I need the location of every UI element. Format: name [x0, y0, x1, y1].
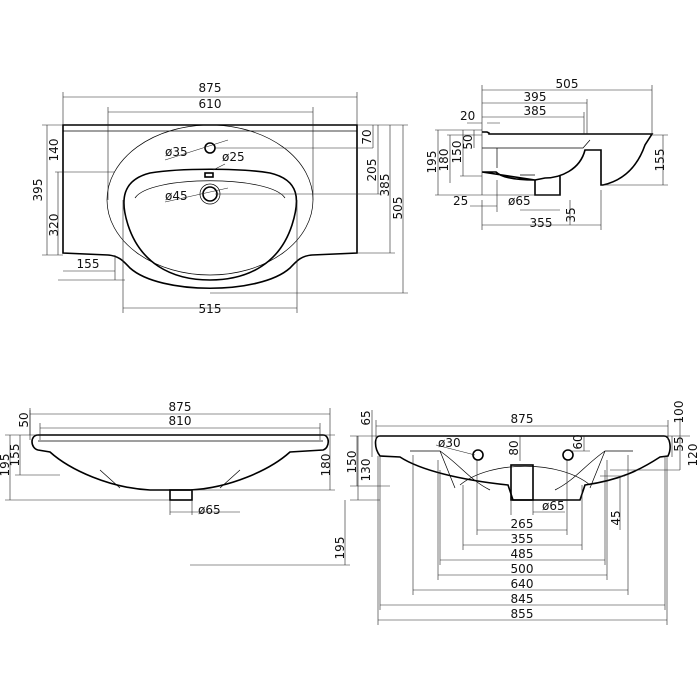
label-tap-hole: ø35 — [165, 145, 188, 159]
dim-55: 55 — [672, 436, 686, 451]
top-view: 875 610 515 155 140 395 320 70 205 385 5… — [31, 81, 408, 316]
dim-50: 50 — [17, 412, 31, 427]
underside-outline — [374, 435, 671, 501]
dim-45: 45 — [609, 510, 623, 525]
dim-875: 875 — [199, 81, 222, 95]
drain-hole — [202, 186, 218, 202]
dim-35: 35 — [564, 207, 578, 222]
dim-100: 100 — [672, 401, 686, 424]
dim-130: 130 — [359, 459, 373, 482]
dim-20: 20 — [460, 109, 475, 123]
dim-120: 120 — [686, 444, 700, 467]
dim-tap-hole: ø30 — [438, 436, 461, 450]
front-view: 875 810 50 195 155 180 ø65 195 — [0, 400, 350, 566]
dim-80: 80 — [507, 440, 521, 455]
dim-195-low: 195 — [333, 537, 347, 560]
dim-505: 505 — [556, 77, 579, 91]
dim-150: 150 — [345, 451, 359, 474]
dim-505: 505 — [391, 197, 405, 220]
dim-875: 875 — [169, 400, 192, 414]
dim-195: 195 — [425, 151, 439, 174]
label-drain-hole: ø45 — [165, 189, 188, 203]
dim-875: 875 — [511, 412, 534, 426]
dim-845: 845 — [511, 592, 534, 606]
side-outline — [481, 131, 654, 196]
dim-155: 155 — [77, 257, 100, 271]
dim-150: 150 — [450, 141, 464, 164]
dim-155: 155 — [653, 149, 667, 172]
dim-195: 195 — [0, 454, 12, 477]
dim-180: 180 — [319, 454, 333, 477]
dim-610: 610 — [199, 97, 222, 111]
dim-355: 355 — [511, 532, 534, 546]
dim-140: 140 — [47, 139, 61, 162]
dim-640: 640 — [511, 577, 534, 591]
side-view: 505 395 385 20 50 195 180 150 155 25 ø65… — [425, 77, 668, 230]
dim-155: 155 — [8, 444, 22, 467]
tap-hole-left — [472, 449, 484, 461]
dim-355: 355 — [530, 216, 553, 230]
underside-view: 875 65 100 ø30 80 60 55 120 150 130 ø65 … — [345, 401, 700, 625]
bowl-rim — [106, 124, 314, 276]
dim-60: 60 — [571, 434, 585, 449]
dim-180: 180 — [437, 149, 451, 172]
top-outline — [62, 124, 358, 290]
dim-320: 320 — [47, 214, 61, 237]
front-drain — [169, 489, 193, 501]
dim-385: 385 — [524, 104, 547, 118]
dim-395: 395 — [31, 179, 45, 202]
dim-drain: ø65 — [198, 503, 221, 517]
dim-25: 25 — [453, 194, 468, 208]
dim-265: 265 — [511, 517, 534, 531]
dim-205: 205 — [365, 159, 379, 182]
dim-drain: ø65 — [508, 194, 531, 208]
tap-hole-right — [562, 449, 574, 461]
dim-515: 515 — [199, 302, 222, 316]
label-overflow-hole: ø25 — [222, 150, 245, 164]
dim-50: 50 — [461, 134, 475, 149]
dim-drain: ø65 — [542, 499, 565, 513]
dim-500: 500 — [511, 562, 534, 576]
dim-485: 485 — [511, 547, 534, 561]
front-outline — [31, 434, 330, 491]
dim-65: 65 — [359, 410, 373, 425]
dim-70: 70 — [360, 129, 374, 144]
dim-810: 810 — [169, 414, 192, 428]
dim-385: 385 — [378, 174, 392, 197]
underside-drain — [510, 464, 534, 501]
dim-395: 395 — [524, 90, 547, 104]
basin — [123, 168, 298, 281]
dim-855: 855 — [511, 607, 534, 621]
